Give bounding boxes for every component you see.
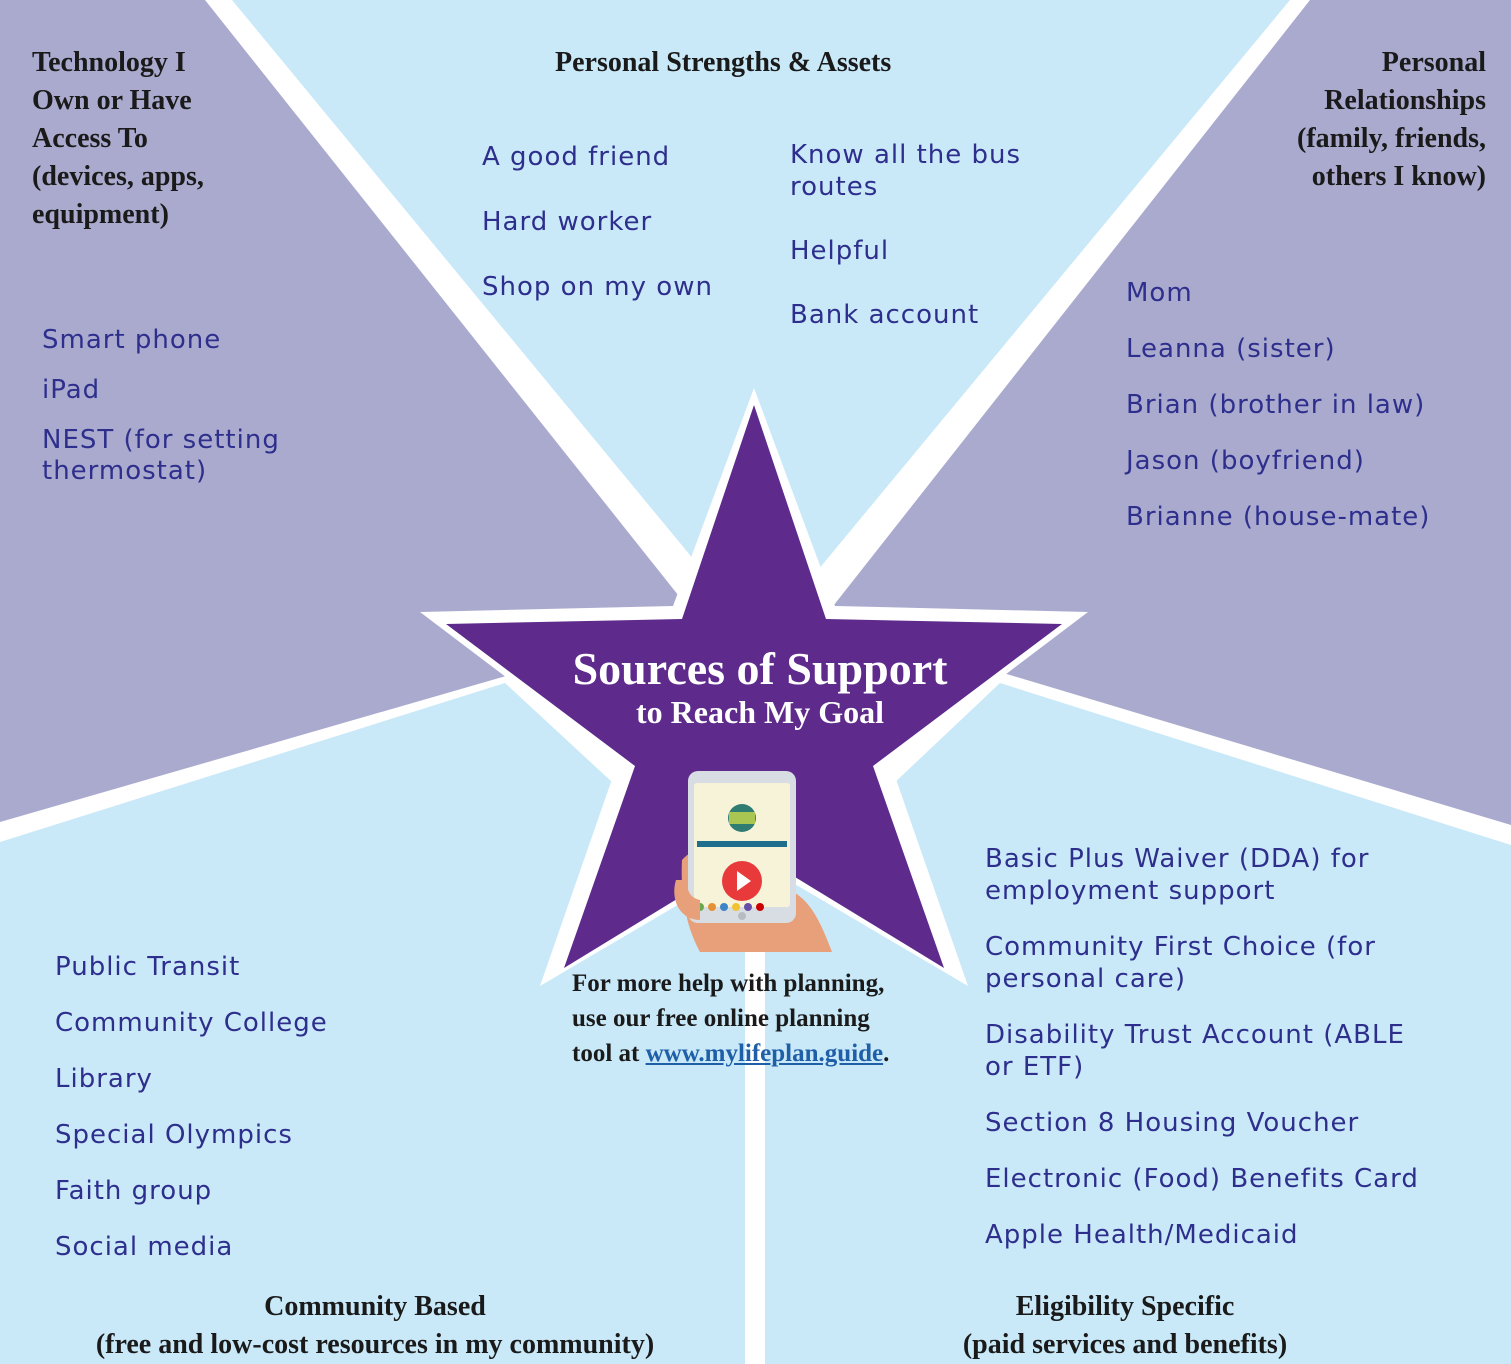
relationship-item: Mom: [1126, 278, 1193, 308]
eligibility-subheading: (paid services and benefits): [962, 1329, 1288, 1360]
eligibility-heading: Eligibility Specific: [1015, 1291, 1235, 1322]
help-line-suffix: .: [883, 1040, 890, 1067]
strength-item: Know all the bus: [790, 140, 1022, 170]
strength-item: A good friend: [482, 142, 671, 172]
relationships-title-line: Relationships: [1324, 85, 1486, 116]
technology-title-line: Own or Have: [32, 85, 192, 116]
community-item: Library: [55, 1064, 153, 1094]
relationships-title-line: others I know): [1311, 161, 1486, 192]
eligibility-item: personal care): [985, 964, 1187, 994]
help-text: For more help with planning, use our fre…: [572, 966, 992, 1071]
technology-title-line: Technology I: [32, 47, 186, 78]
strengths-title: Personal Strengths & Assets: [555, 47, 892, 78]
technology-item: NEST (for setting: [42, 425, 280, 455]
technology-title: Technology I Own or Have Access To (devi…: [32, 44, 204, 234]
eligibility-item: employment support: [985, 876, 1276, 906]
eligibility-items: Basic Plus Waiver (DDA) for employment s…: [985, 844, 1419, 1250]
community-item: Faith group: [55, 1176, 213, 1206]
relationship-item: Jason (boyfriend): [1126, 446, 1365, 476]
eligibility-item: Section 8 Housing Voucher: [985, 1108, 1360, 1138]
eligibility-item: Disability Trust Account (ABLE: [985, 1020, 1405, 1050]
community-items: Public Transit Community College Library…: [55, 952, 328, 1262]
tablet-illustration: [674, 771, 832, 952]
community-heading: Community Based: [264, 1291, 486, 1322]
community-subheading: (free and low-cost resources in my commu…: [95, 1329, 655, 1360]
relationships-title-line: (family, friends,: [1297, 123, 1486, 154]
eligibility-wedge: [765, 683, 1511, 1364]
technology-title-line: equipment): [32, 199, 169, 230]
technology-title-line: Access To: [32, 123, 148, 154]
relationships-title-line: Personal: [1381, 47, 1486, 78]
strength-item: Helpful: [790, 236, 890, 266]
community-item: Social media: [55, 1232, 234, 1262]
technology-item: thermostat): [42, 456, 208, 486]
support-star: [446, 405, 1062, 968]
relationship-item: Brianne (house-mate): [1126, 502, 1431, 532]
relationships-items: Mom Leanna (sister) Brian (brother in la…: [1126, 278, 1430, 532]
strengths-wedge: [232, 0, 1290, 640]
star-subtitle: to Reach My Goal: [636, 694, 884, 730]
relationship-item: Leanna (sister): [1126, 334, 1336, 364]
help-line: tool at www.mylifeplan.guide.: [572, 1036, 992, 1071]
strength-item: Hard worker: [482, 207, 653, 237]
relationships-title: Personal Relationships (family, friends,…: [1297, 44, 1486, 196]
technology-items: Smart phone iPad NEST (for setting therm…: [42, 325, 280, 486]
community-item: Special Olympics: [55, 1120, 293, 1150]
community-title: Community Based (free and low-cost resou…: [0, 1288, 750, 1364]
help-line: use our free online planning: [572, 1005, 870, 1032]
strength-item: routes: [790, 172, 879, 202]
star-title: Sources of Support: [572, 643, 948, 694]
eligibility-item: or ETF): [985, 1052, 1085, 1082]
strengths-column-2: Know all the bus routes Helpful Bank acc…: [790, 140, 1021, 330]
eligibility-item: Apple Health/Medicaid: [985, 1220, 1299, 1250]
relationship-item: Brian (brother in law): [1126, 390, 1426, 420]
community-wedge: [0, 683, 745, 1364]
help-line-prefix: tool at: [572, 1040, 646, 1067]
community-item: Community College: [55, 1008, 328, 1038]
planning-tool-link[interactable]: www.mylifeplan.guide: [645, 1040, 884, 1067]
strengths-column-1: A good friend Hard worker Shop on my own: [482, 142, 713, 302]
eligibility-item: Electronic (Food) Benefits Card: [985, 1164, 1419, 1194]
eligibility-title: Eligibility Specific (paid services and …: [760, 1288, 1490, 1364]
technology-title-line: (devices, apps,: [32, 161, 204, 192]
technology-item: iPad: [42, 375, 101, 405]
help-line: For more help with planning,: [572, 970, 885, 997]
eligibility-item: Community First Choice (for: [985, 932, 1376, 962]
community-item: Public Transit: [55, 952, 241, 982]
technology-item: Smart phone: [42, 325, 222, 355]
strength-item: Bank account: [790, 300, 980, 330]
strength-item: Shop on my own: [482, 272, 713, 302]
eligibility-item: Basic Plus Waiver (DDA) for: [985, 844, 1370, 874]
